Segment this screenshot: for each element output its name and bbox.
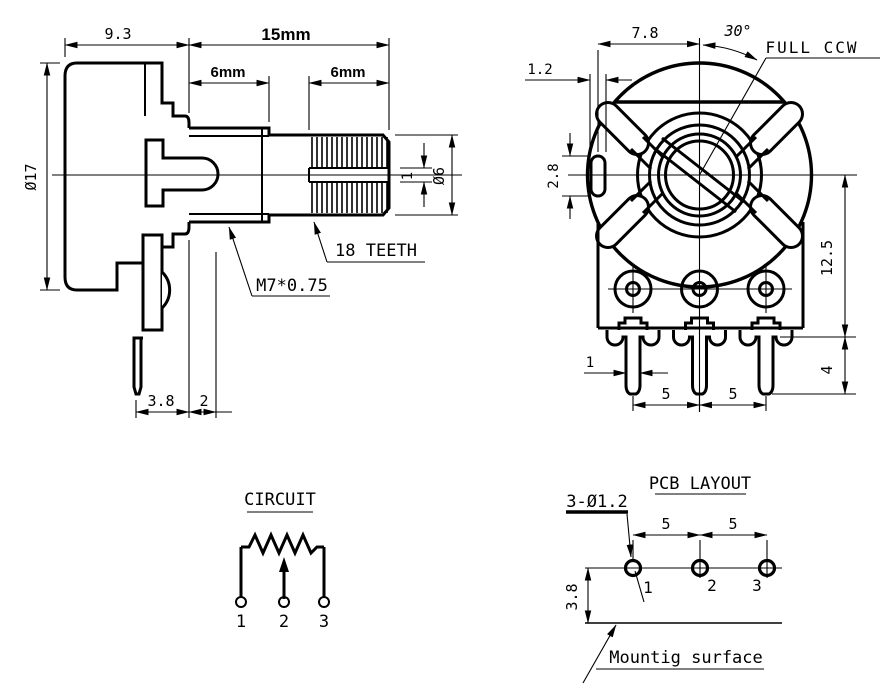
label-rotation-text: FULL CCW	[765, 38, 858, 57]
pcb-hole-2	[690, 558, 710, 578]
pcb-dim-pitch-left-text: 5	[661, 515, 670, 533]
pcb-pad1-label: 1	[643, 578, 653, 597]
plate-bump	[160, 270, 172, 310]
dim-slot-width-text: 1	[400, 172, 416, 180]
bushing-outline	[189, 126, 271, 224]
pcb-title: PCB LAYOUT	[649, 474, 751, 494]
cutout-bottom-right	[734, 179, 804, 249]
full-ccw-leader	[699, 57, 880, 176]
terminal-plate	[141, 233, 164, 332]
side-view: 9.3 15mm 6mm 6mm Ø17 Ø6 1 18 TEETH M7*0.…	[22, 25, 462, 418]
lower-body	[596, 222, 805, 330]
leg-1	[605, 330, 661, 396]
dim-pitch-left-text: 5	[661, 385, 670, 403]
dim-body-dia-text: Ø17	[22, 163, 40, 190]
label-teeth: 18 TEETH	[335, 241, 417, 261]
dim-leg-width-text: 1	[586, 355, 594, 371]
thread-leader	[228, 226, 253, 297]
ext-1-2	[525, 74, 632, 152]
circuit-pin2-node	[278, 596, 290, 608]
anti-rotation-lug	[144, 138, 220, 208]
circuit-title: CIRCUIT	[244, 490, 316, 510]
front-view: 7.8 30° FULL CCW 1.2 2.8 12.5 4 1 5 5	[525, 22, 880, 412]
dim-leg-length-text: 4	[818, 365, 836, 374]
circuit-pin1-node	[235, 596, 247, 608]
dim-depth-text: 9.3	[104, 25, 131, 43]
side-leg	[132, 336, 143, 396]
dim-tab-offset-text: 2	[199, 392, 208, 410]
wiper-arrow	[279, 557, 289, 572]
circuit-pin1-label: 1	[236, 612, 246, 632]
knurl-teeth-top	[311, 137, 388, 167]
dim-rotation-angle-text: 30°	[723, 22, 751, 40]
leg-3	[738, 330, 794, 396]
holes-leader-arrow	[626, 513, 634, 558]
dim-shaft-dia-text: Ø6	[430, 167, 448, 185]
pcb-centerlines	[585, 540, 782, 578]
dim-pitch-right-text: 5	[728, 385, 737, 403]
dim-bushing-len-text: 6mm	[210, 64, 245, 81]
pcb-dim-pitch-right-text: 5	[728, 515, 737, 533]
cutout-bottom-left	[595, 179, 665, 249]
body-left-profile	[63, 61, 143, 292]
dim-tab-height-text: 2.8	[546, 163, 562, 188]
side-extension-lines-top	[64, 38, 390, 130]
pcb-layout: PCB LAYOUT 3-Ø1.2 1 2 3 5 5 3.8 Mountig …	[563, 474, 782, 684]
ext-pitch	[632, 396, 767, 411]
dim-tab-width-text: 1.2	[527, 62, 552, 78]
pcb-hole-3	[757, 558, 777, 578]
angle-arc	[702, 42, 758, 61]
cutout-top-left	[595, 101, 665, 171]
pcb-dim-offset-text: 3.8	[563, 583, 581, 610]
circuit-leads	[239, 547, 326, 599]
dim-shaft-total-text: 15mm	[261, 25, 310, 44]
dim-body-height-text: 12.5	[818, 240, 836, 276]
resistor-zigzag	[241, 531, 324, 557]
circuit-diagram: CIRCUIT 1 2 3	[235, 490, 330, 632]
dia17-extension-lines	[40, 62, 60, 291]
front-centerlines	[568, 38, 857, 412]
label-thread: M7*0.75	[256, 276, 328, 296]
pcb-pad3-label: 3	[752, 576, 762, 595]
label-holes-text: 3-Ø1.2	[566, 492, 627, 512]
dim-leg-offset-text: 3.8	[147, 392, 174, 410]
ext-2-8	[562, 155, 588, 197]
knurl-teeth-bottom	[311, 183, 388, 213]
mounting-leader-arrow	[582, 624, 617, 684]
circuit-pin3-label: 3	[319, 612, 329, 632]
pcb-pad2-label: 2	[707, 576, 717, 595]
body-top-profile	[77, 61, 191, 128]
shaft-slot-lines	[653, 136, 745, 214]
body-bottom-profile	[162, 222, 191, 249]
shaft-extension-lines	[395, 134, 458, 216]
dim-center-to-tab-text: 7.8	[631, 24, 658, 42]
cutout-top-right	[734, 101, 804, 171]
circuit-pin2-label: 2	[279, 612, 289, 632]
dim-knurl-len-text: 6mm	[330, 64, 365, 81]
circuit-pin3-node	[318, 596, 330, 608]
teeth-leader	[313, 221, 328, 263]
label-surface-text: Mountig surface	[609, 648, 763, 668]
pcb-hole-1	[623, 558, 643, 578]
